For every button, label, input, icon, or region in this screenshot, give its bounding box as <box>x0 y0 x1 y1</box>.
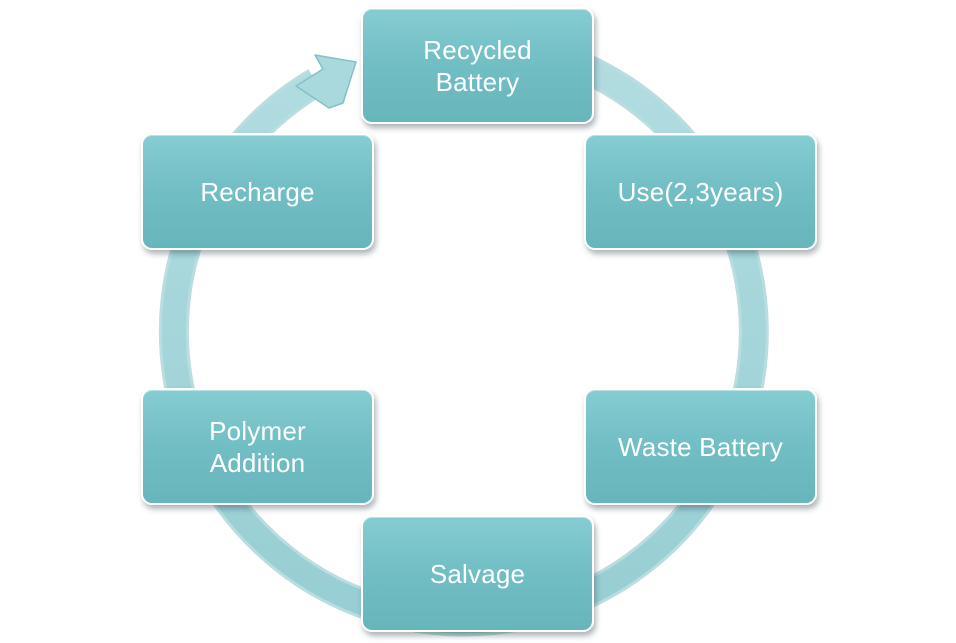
step-label: Use(2,3years) <box>617 176 784 207</box>
step-label: Waste Battery <box>618 431 783 462</box>
step-label: Recharge <box>200 176 315 207</box>
step-waste-battery: Waste Battery <box>584 388 817 505</box>
step-polymer-addition: Polymer Addition <box>141 388 374 505</box>
step-recycled-battery: Recycled Battery <box>361 7 594 124</box>
step-label: Recycled Battery <box>423 34 532 97</box>
step-label: Polymer Addition <box>209 415 306 478</box>
step-recharge: Recharge <box>141 133 374 250</box>
cycle-arrow-head-icon <box>295 54 357 109</box>
step-salvage: Salvage <box>361 515 594 632</box>
step-use: Use(2,3years) <box>584 133 817 250</box>
step-label: Salvage <box>429 558 526 589</box>
